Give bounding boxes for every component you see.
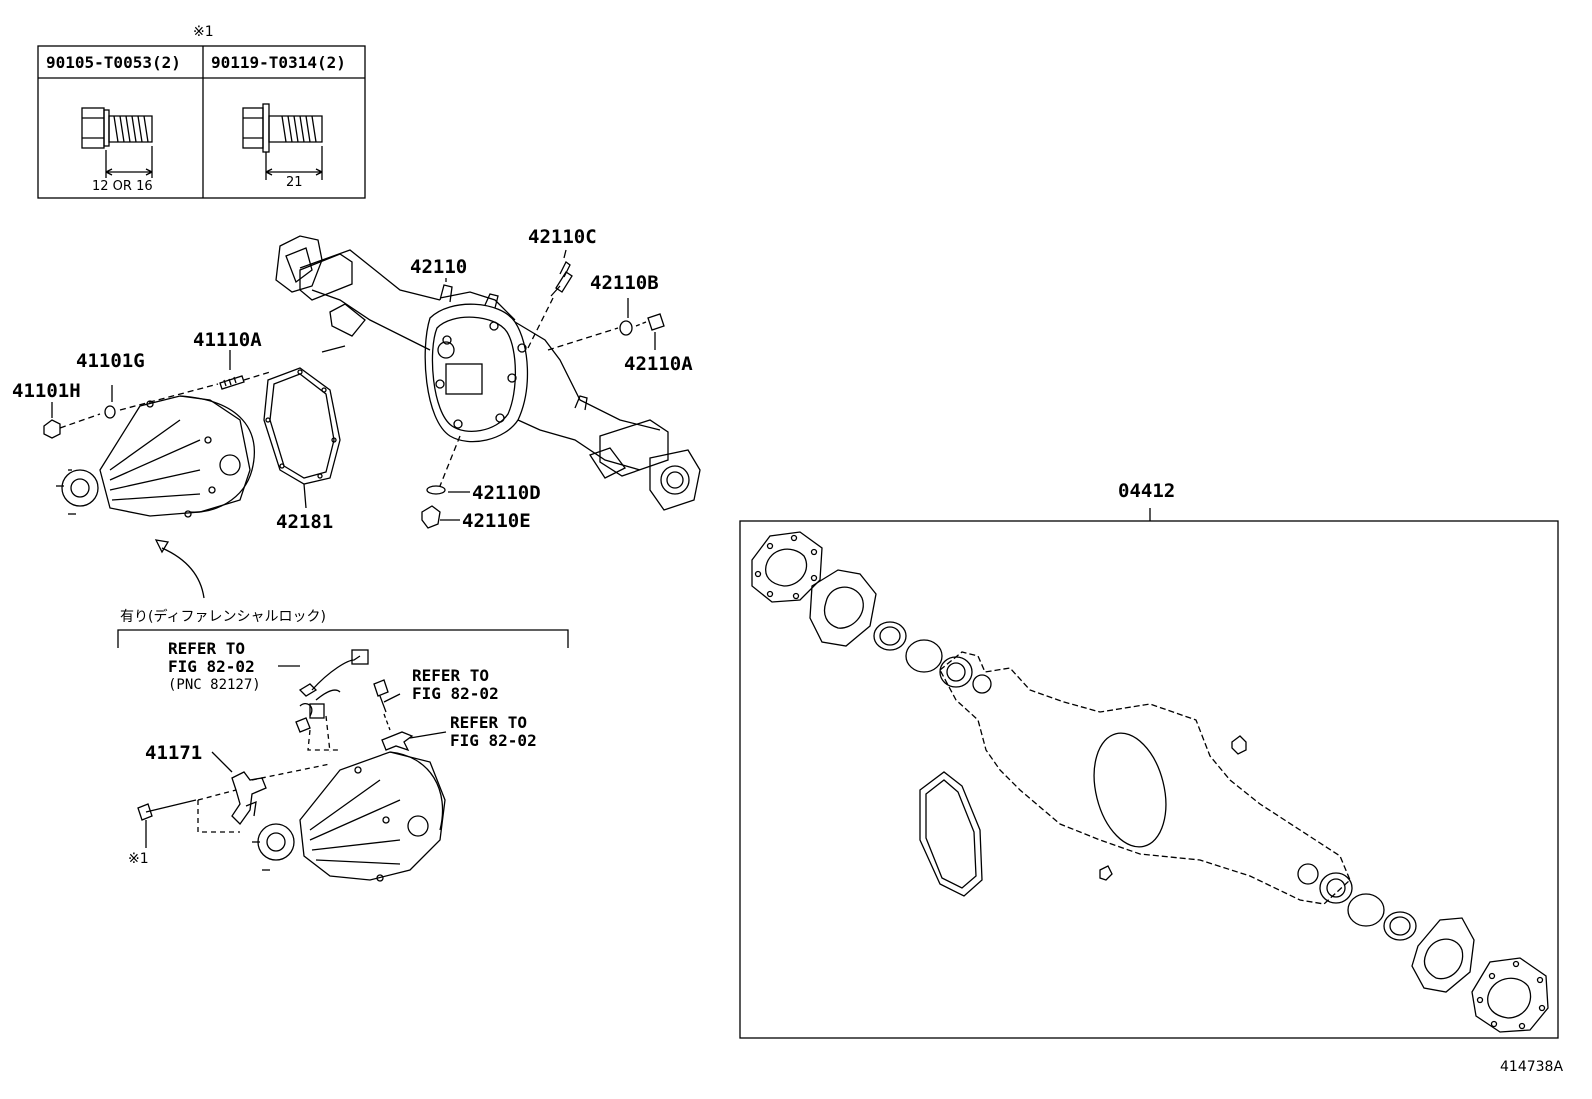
kit-gasket-large-right xyxy=(1471,957,1549,1033)
kit-o-ring-small-left xyxy=(972,674,992,694)
refer-to-2-line1: REFER TO xyxy=(412,666,490,685)
refer-to-2: REFER TO FIG 82-02 xyxy=(412,666,499,704)
wire-harness-82127 xyxy=(295,649,369,733)
refer-to-3-line2[interactable]: FIG 82-02 xyxy=(450,731,537,751)
callout-42110[interactable]: 42110 xyxy=(410,256,468,278)
option-group-title: 有り(ディファレンシャルロック) xyxy=(120,609,326,625)
callout-41110A[interactable]: 41110A xyxy=(193,329,262,351)
callout-42110D[interactable]: 42110D xyxy=(472,482,541,504)
callout-04412[interactable]: 04412 xyxy=(1118,480,1176,502)
bolt-dim-1: 12 OR 16 xyxy=(92,179,153,194)
bolt-part-1: 90105-T0053(2) xyxy=(46,53,181,72)
kit-gasket-flange-left xyxy=(809,569,877,647)
gasket-42110B xyxy=(619,320,633,336)
nut-41101H xyxy=(43,419,61,439)
bolt-part-2: 90119-T0314(2) xyxy=(211,53,346,72)
kit-housing-gasket xyxy=(939,651,1351,905)
kit-o-ring-right xyxy=(1347,893,1385,927)
axle-housing-42110 xyxy=(275,235,701,511)
note-mark-top: ※1 xyxy=(193,24,214,40)
gasket-42110D xyxy=(426,485,446,495)
kit-carrier-gasket xyxy=(919,771,983,897)
kit-oil-seal-right xyxy=(1319,872,1353,904)
refer-to-3-line1: REFER TO xyxy=(450,713,528,732)
callout-42110B[interactable]: 42110B xyxy=(590,272,659,294)
kit-nut-lower xyxy=(1099,865,1113,881)
washer-41101G xyxy=(104,405,116,419)
refer-to-1-line1: REFER TO xyxy=(168,639,246,658)
bolt-dim-2: 21 xyxy=(286,175,303,190)
refer-to-1: REFER TO FIG 82-02 (PNC 82127) xyxy=(168,639,261,693)
kit-gasket-large-left xyxy=(751,531,823,603)
callout-42110A[interactable]: 42110A xyxy=(624,353,693,375)
callout-42110C[interactable]: 42110C xyxy=(528,226,597,248)
bolt-90105-icon xyxy=(81,107,153,178)
plug-42110A xyxy=(647,313,665,331)
kit-nut-upper xyxy=(1231,735,1247,755)
bolt-90105-installed-icon xyxy=(137,799,197,821)
kit-o-ring-small-right xyxy=(1297,863,1319,885)
stud-41110A xyxy=(219,375,245,390)
bolt-90119-icon xyxy=(242,103,323,180)
kit-gasket-flange-right xyxy=(1411,917,1475,993)
refer-to-3: REFER TO FIG 82-02 xyxy=(450,713,537,751)
kit-oil-seal-center xyxy=(939,656,973,688)
callout-41101H[interactable]: 41101H xyxy=(12,380,81,402)
callout-41171[interactable]: 41171 xyxy=(145,742,203,764)
kit-oil-seal-left xyxy=(873,621,907,651)
illustration-id: 414738A xyxy=(1500,1059,1564,1075)
differential-carrier xyxy=(56,395,255,518)
option-bracket xyxy=(117,629,569,648)
bolt-82-02-icon xyxy=(373,679,389,713)
bolt-table xyxy=(37,45,366,199)
switch-bracket-82-02 xyxy=(381,731,414,752)
bracket-41171 xyxy=(231,771,267,826)
refer-to-1-pnc: (PNC 82127) xyxy=(168,676,261,693)
gasket-kit-box xyxy=(739,520,1559,1039)
note-mark-bolt: ※1 xyxy=(128,851,149,867)
callout-41101G[interactable]: 41101G xyxy=(76,350,145,372)
breather-plug-42110C xyxy=(550,261,573,297)
differential-carrier-difflock xyxy=(252,751,446,882)
callout-42110E[interactable]: 42110E xyxy=(462,510,531,532)
kit-o-ring-left xyxy=(905,639,943,673)
refer-to-1-line2[interactable]: FIG 82-02 xyxy=(168,657,255,677)
refer-to-2-line2[interactable]: FIG 82-02 xyxy=(412,684,499,704)
kit-oil-seal-right-2 xyxy=(1383,911,1417,941)
plug-42110E xyxy=(421,505,441,529)
kit-carrier-gasket-outline xyxy=(1093,732,1167,848)
arrow-option xyxy=(161,547,205,599)
gasket-42181 xyxy=(263,367,341,485)
callout-42181[interactable]: 42181 xyxy=(276,511,334,533)
